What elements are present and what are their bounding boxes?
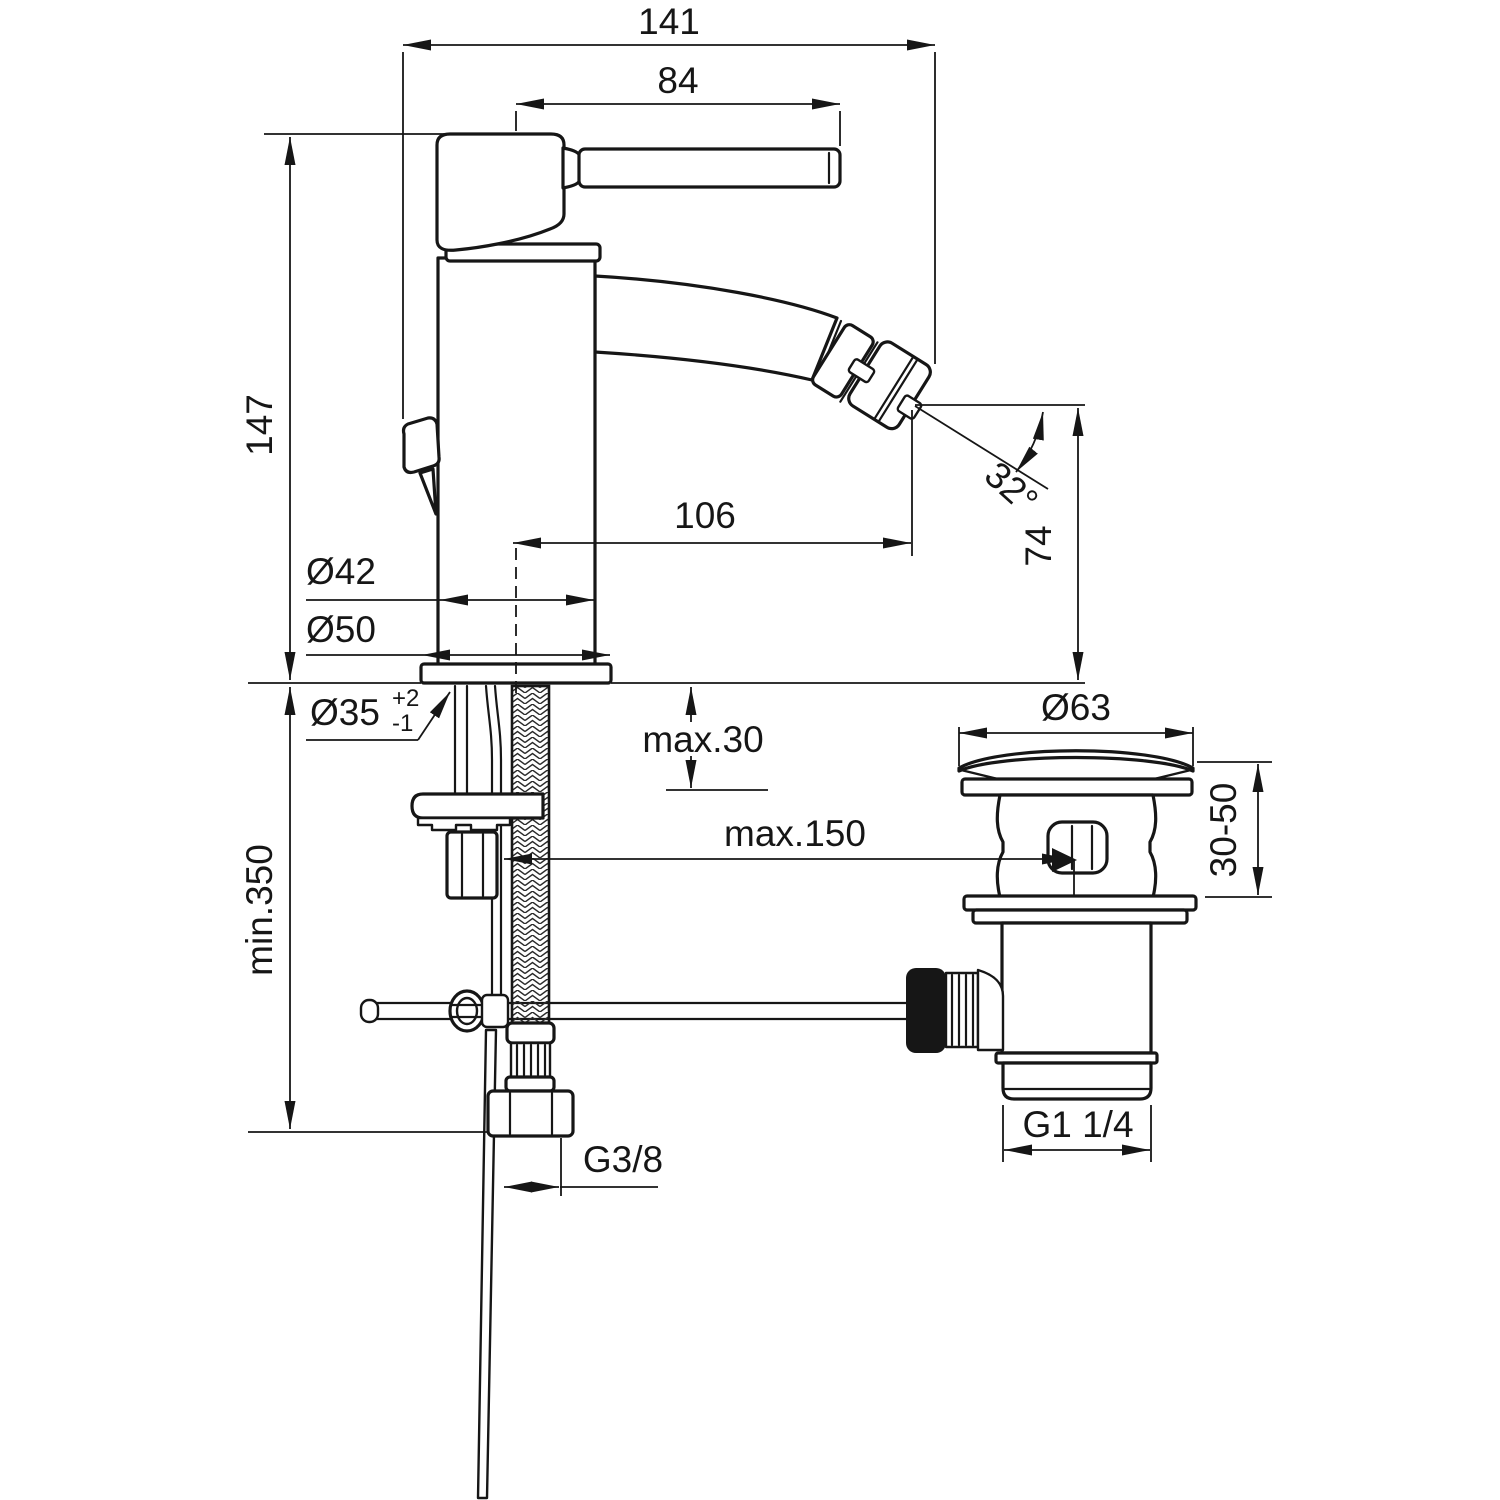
lever-handle-bar (577, 147, 842, 189)
popup-waste-assembly (906, 749, 1198, 1101)
popup-knob (401, 416, 441, 475)
dim-3050-label: 30-50 (1203, 783, 1244, 878)
hose-collar-upper (505, 1021, 556, 1045)
dim-141-label: 141 (638, 1, 700, 42)
dim-d42-label: Ø42 (306, 551, 376, 592)
popup-rod-left-edge (484, 684, 494, 998)
dim-d35-tol-minus: -1 (392, 710, 413, 737)
angle-arc (1015, 411, 1044, 473)
dim-d35-tol-plus: +2 (392, 685, 419, 712)
dim-max150-label: max.150 (724, 813, 866, 854)
dim-74-label: 74 (1018, 525, 1059, 566)
dim-147-label: 147 (239, 394, 280, 456)
angle-32-label: 32° (977, 454, 1046, 522)
aerator-parting-line-3 (877, 358, 919, 424)
tailpipe-thread (1001, 1061, 1153, 1101)
waste-lower-flange-1 (962, 894, 1198, 912)
waste-lower-flange-2 (971, 908, 1189, 925)
aerator-notch-upper (847, 358, 876, 384)
rod-pivot-sleeve (480, 993, 510, 1029)
hose-thread-lines (515, 1043, 547, 1077)
supply-nut-g38 (486, 1089, 575, 1138)
mounting-washer (416, 816, 512, 832)
mixer-head-cap (435, 132, 566, 252)
dim-min350-label: min.350 (239, 844, 280, 976)
under-deck-assembly (359, 684, 910, 1500)
horizontal-rod-end-cap (359, 998, 380, 1024)
popup-rod-right-edge (493, 684, 503, 998)
spout-tube (593, 274, 839, 382)
rod-pivot-inner (455, 996, 479, 1026)
mounting-nut (445, 830, 499, 900)
spout-aerator-assembly (811, 323, 932, 431)
popup-knob-tail (418, 467, 438, 516)
braided-supply-hose (510, 684, 551, 1026)
dim-d63-label: Ø63 (1041, 687, 1111, 728)
mounting-plate (410, 792, 545, 820)
aerator-notch-tip (896, 394, 923, 420)
ball-joint-thread-lines (950, 973, 975, 1047)
dim-d35-leader (417, 691, 451, 741)
angle-ref-diagonal (914, 405, 1049, 490)
waste-cap-dome (957, 749, 1195, 773)
dim-g38-label: G3/8 (583, 1139, 663, 1180)
waste-upper-flange (960, 777, 1194, 797)
dim-g114-label: G1 1/4 (1022, 1104, 1133, 1145)
faucet-body (436, 256, 597, 667)
dim-max30-label: max.30 (642, 719, 763, 760)
dim-d35-label: Ø35 (310, 692, 380, 733)
dim-106-label: 106 (674, 495, 736, 536)
cartridge-collar (444, 242, 602, 263)
dim-d50-label: Ø50 (306, 609, 376, 650)
hose-collar-lower (504, 1075, 556, 1093)
waste-lower-body (1000, 921, 1153, 1055)
rod-ball-joint (906, 968, 946, 1053)
ball-joint-connector (976, 968, 1005, 1052)
dimension-annotations: 141 84 147 106 32° 74 Ø42 Ø50 Ø35 +2 -1 (239, 1, 1272, 1196)
dim-84-label: 84 (657, 60, 698, 101)
aerator-parting-line-2 (873, 355, 915, 421)
popup-rod-long (476, 1028, 498, 1500)
